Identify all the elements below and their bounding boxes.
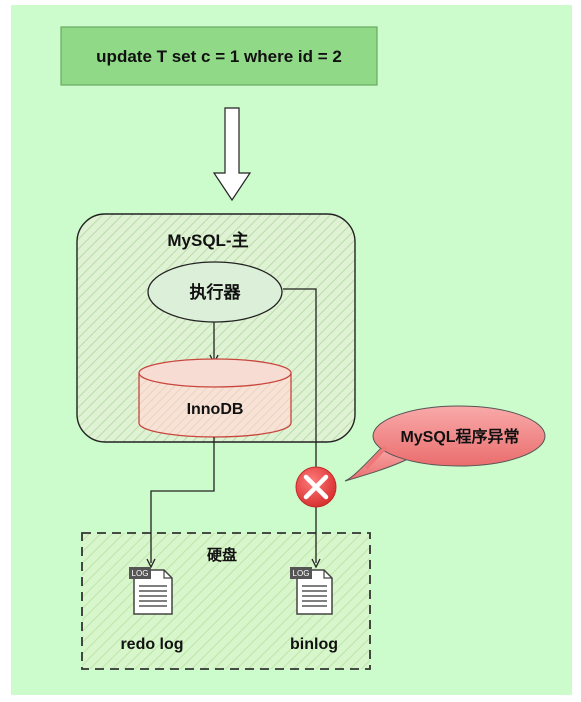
innodb-to-redolog-arrow (151, 437, 215, 563)
redo-log-label: redo log (120, 636, 183, 653)
hollow-down-arrow-icon (212, 107, 252, 202)
binlog-file: LOG binlog (290, 567, 338, 653)
log-file-icon: LOG (290, 567, 333, 615)
innodb-cylinder: InnoDB (138, 358, 292, 438)
error-bubble-text: MySQL程序异常 (400, 427, 519, 446)
innodb-label: InnoDB (187, 401, 244, 418)
master-title: MySQL-主 (167, 230, 248, 250)
executor-label: 执行器 (190, 282, 242, 302)
query-text: update T set c = 1 where id = 2 (96, 47, 342, 66)
disk-title: 硬盘 (207, 546, 237, 564)
redo-log-file: LOG redo log (120, 567, 184, 653)
error-x-icon (295, 466, 337, 508)
binlog-badge: LOG (293, 569, 310, 578)
executor-node: 执行器 (147, 261, 283, 323)
log-file-icon: LOG (129, 567, 173, 615)
binlog-label: binlog (290, 636, 338, 653)
error-speech-bubble: MySQL程序异常 (344, 405, 546, 482)
query-box: update T set c = 1 where id = 2 (60, 26, 378, 86)
redo-log-badge: LOG (132, 569, 149, 578)
